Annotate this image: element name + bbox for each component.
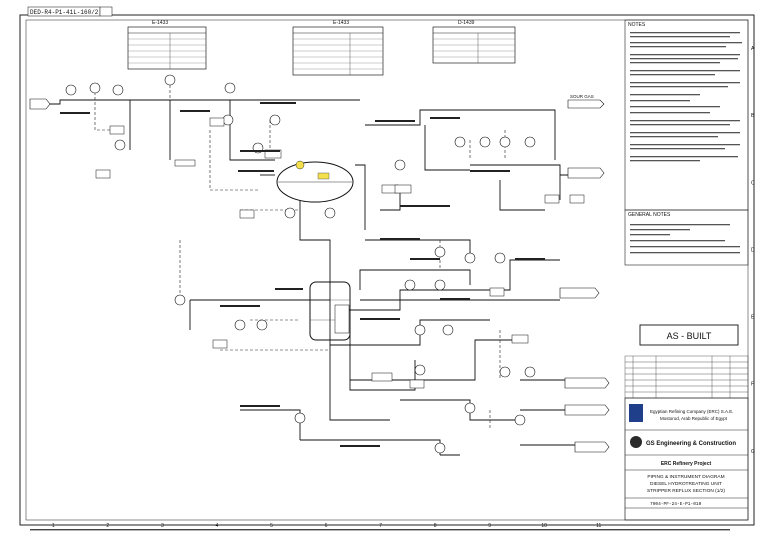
- contractor-logo: [630, 436, 642, 448]
- column-labels: 1 2 3 4 5 6 7 8 9 10 11: [52, 523, 602, 529]
- general-notes-panel: GENERAL NOTES: [624, 209, 749, 266]
- owner-location: Mostorod, Arab Republic of Egypt: [660, 416, 728, 421]
- highlighted-marker: [295, 160, 305, 170]
- off-page-connectors: [29, 98, 610, 453]
- equipment-table-3: D-1439: [432, 20, 516, 64]
- title-line-3: STRIPPER REFLUX SECTION (1/2): [647, 488, 725, 494]
- equipment-table-1-tag: E-1433: [152, 20, 168, 26]
- drawing-border: [19, 14, 755, 526]
- condenser-vessel: [276, 160, 354, 203]
- contractor-name: GS Engineering & Construction: [646, 441, 736, 447]
- instrument-bubbles: [65, 74, 536, 454]
- equipment-tag-highlight: [317, 172, 330, 180]
- process-lines: [30, 99, 600, 456]
- equipment-table-2-tag: E-1433: [333, 20, 349, 26]
- row-label-B: B: [751, 113, 755, 119]
- project-name: ERC Refinery Project: [661, 461, 712, 467]
- equipment-table-1: E-1433: [127, 20, 207, 70]
- owner-logo: [629, 404, 643, 422]
- column-label-3: 3: [161, 523, 164, 529]
- revision-table: [624, 355, 749, 399]
- as-built-stamp: [639, 324, 739, 346]
- row-label-G: G: [751, 449, 755, 455]
- row-label-A: A: [751, 46, 755, 52]
- line-labels: [60, 102, 545, 447]
- title-line-2: DIESEL HYDROTREATING UNIT: [650, 481, 722, 487]
- inner-border: [25, 19, 749, 521]
- footer-disclaimer: [30, 529, 730, 531]
- column-label-5: 5: [270, 523, 273, 529]
- column-label-2: 2: [106, 523, 109, 529]
- column-label-9: 9: [488, 523, 491, 529]
- row-label-D: D: [751, 247, 755, 253]
- column-label-11: 11: [596, 523, 601, 529]
- row-label-C: C: [751, 180, 755, 186]
- title-block: Egyptian Refining Company (ERC) S.A.E. M…: [624, 397, 749, 521]
- tag-boxes: [95, 117, 585, 389]
- owner-name: Egyptian Refining Company (ERC) S.A.E.: [650, 409, 734, 414]
- column-label-6: 6: [325, 523, 328, 529]
- equipment-table-2: E-1433: [292, 20, 384, 76]
- general-notes-heading: GENERAL NOTES: [628, 212, 671, 218]
- column-label-10: 10: [541, 523, 547, 529]
- drawing-number: 7904-PF-24-E-P1-010: [650, 501, 702, 507]
- notes-heading: NOTES: [628, 22, 646, 28]
- column-label-7: 7: [379, 523, 382, 529]
- as-built-text: AS - BUILT: [667, 331, 712, 341]
- title-line-1: PIPING & INSTRUMENT DIAGRAM: [647, 474, 724, 480]
- notes-panel: NOTES: [624, 19, 749, 211]
- sour-gas-label: SOUR GAS: [570, 94, 594, 99]
- column-label-8: 8: [434, 523, 437, 529]
- column-label-4: 4: [216, 523, 219, 529]
- column-label-1: 1: [52, 523, 55, 529]
- row-labels: A B C D E F G: [751, 46, 755, 455]
- equipment-table-3-tag: D-1439: [458, 20, 475, 26]
- row-label-F: F: [751, 382, 754, 388]
- doc-code: DED-R4-P1-41L-160/2: [30, 9, 99, 16]
- row-label-E: E: [751, 315, 755, 321]
